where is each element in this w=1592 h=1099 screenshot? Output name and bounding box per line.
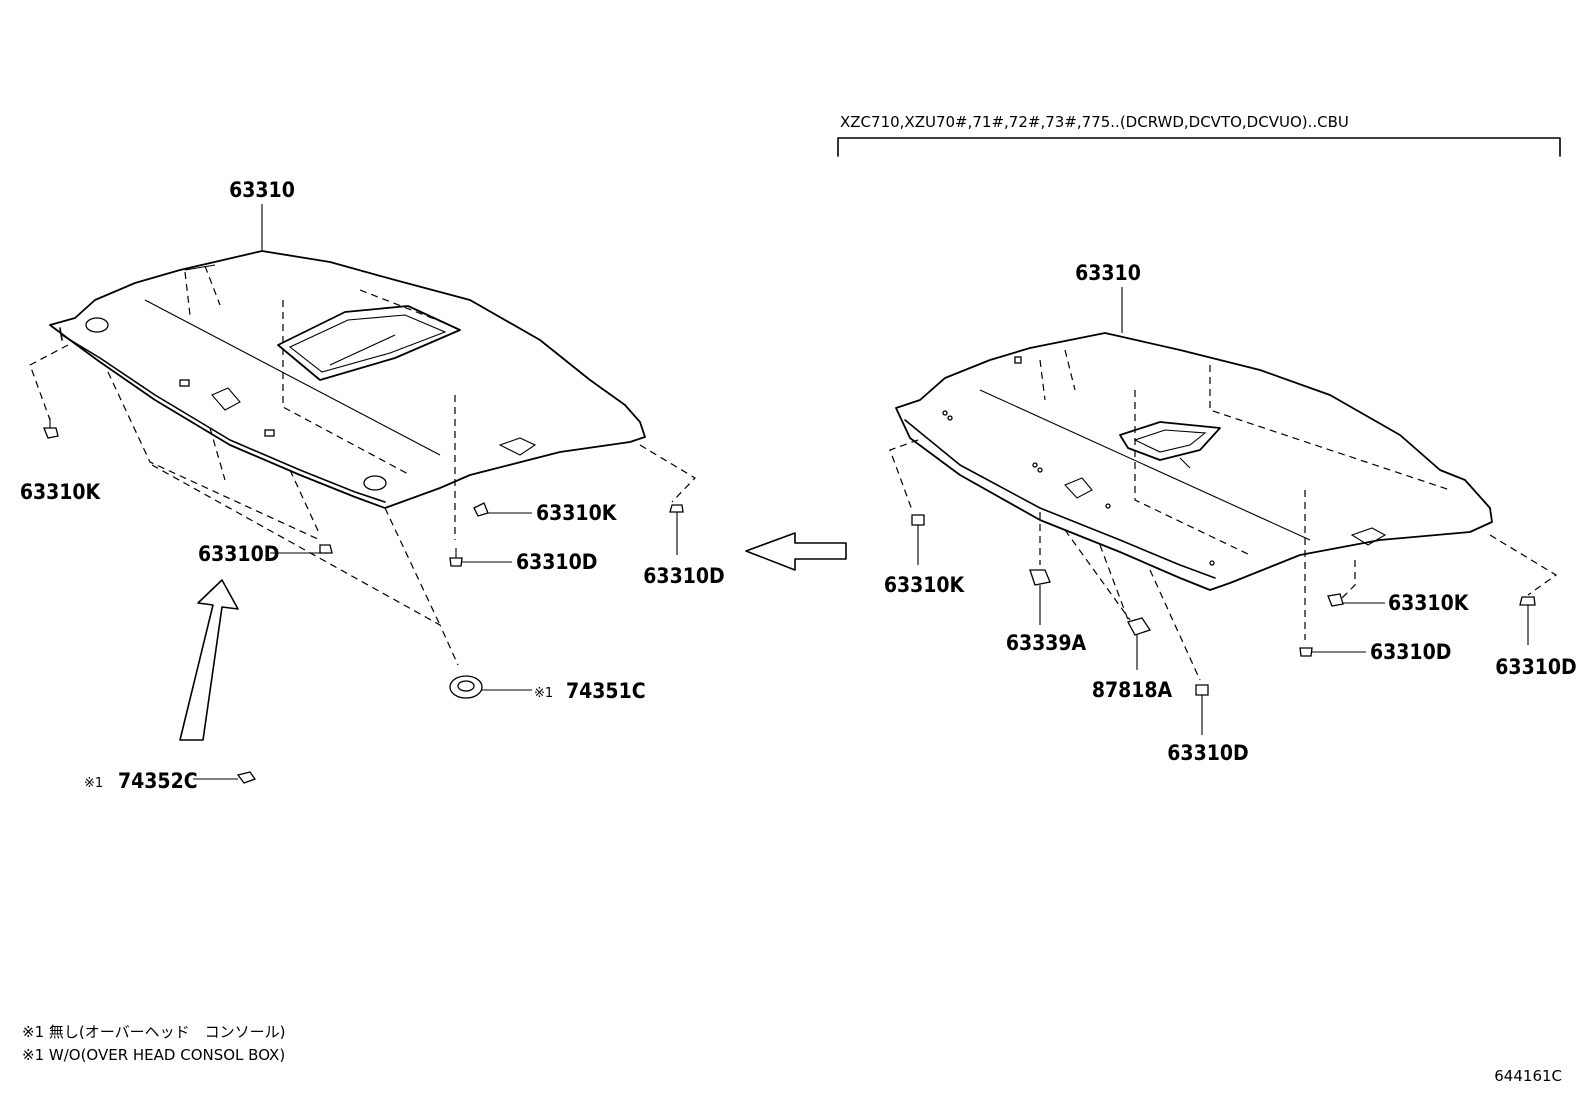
- left-clip-front: 63310K: [20, 418, 102, 504]
- left-clip-lower-number: 63310D: [198, 542, 279, 566]
- right-bracket-number: 63339A: [1006, 631, 1087, 655]
- left-headliner: [49, 250, 646, 540]
- left-clip-lower: 63310D: [198, 542, 333, 566]
- left-clip-mid-number: 63310K: [536, 501, 618, 525]
- left-clip-center-number: 63310D: [516, 550, 597, 574]
- right-retainer: 87818A: [1092, 617, 1173, 702]
- left-clip-rear: 63310D: [643, 504, 725, 588]
- right-clip-front-number: 63310K: [884, 573, 966, 597]
- view-arrow-left: [745, 532, 847, 571]
- left-cover-mark: ※1: [534, 686, 553, 701]
- note-japanese: ※1 無し(オーバーヘッド コンソール): [22, 1023, 285, 1041]
- right-headliner-number: 63310: [1075, 261, 1141, 285]
- left-clip-mid: 63310K: [473, 501, 618, 525]
- right-clip-lower: 63310D: [1167, 684, 1249, 765]
- note-english: ※1 W/O(OVER HEAD CONSOL BOX): [22, 1046, 285, 1064]
- left-clip-rear-number: 63310D: [643, 564, 724, 588]
- left-plug-number: 74352C: [118, 769, 198, 793]
- right-clip-center-number: 63310D: [1370, 640, 1451, 664]
- left-plug-mark: ※1: [84, 776, 103, 791]
- left-cover-number: 74351C: [566, 679, 646, 703]
- right-clip-center: 63310D: [1299, 640, 1451, 664]
- right-headliner: [895, 332, 1493, 640]
- right-clip-lower-number: 63310D: [1167, 741, 1248, 765]
- view-arrow-diagonal: [179, 579, 239, 741]
- left-cover: ※1 74351C: [449, 675, 646, 703]
- applicability-bracket: XZC710,XZU70#,71#,72#,73#,775..(DCRWD,DC…: [837, 113, 1561, 157]
- right-clip-front: 63310K: [884, 514, 966, 597]
- left-plug: ※1 74352C: [84, 769, 257, 793]
- right-bracket: 63339A: [1006, 569, 1087, 655]
- left-headliner-number: 63310: [229, 178, 295, 202]
- right-clip-rear-number: 63310D: [1495, 655, 1576, 679]
- right-clip-mid: 63310K: [1327, 591, 1470, 615]
- right-clip-rear: 63310D: [1495, 596, 1577, 679]
- left-clip-front-number: 63310K: [20, 480, 102, 504]
- illustration-code: 644161C: [1494, 1067, 1562, 1085]
- right-clip-mid-number: 63310K: [1388, 591, 1470, 615]
- left-clip-center: 63310D: [449, 548, 597, 574]
- applicability-label: XZC710,XZU70#,71#,72#,73#,775..(DCRWD,DC…: [840, 113, 1349, 131]
- right-retainer-number: 87818A: [1092, 678, 1173, 702]
